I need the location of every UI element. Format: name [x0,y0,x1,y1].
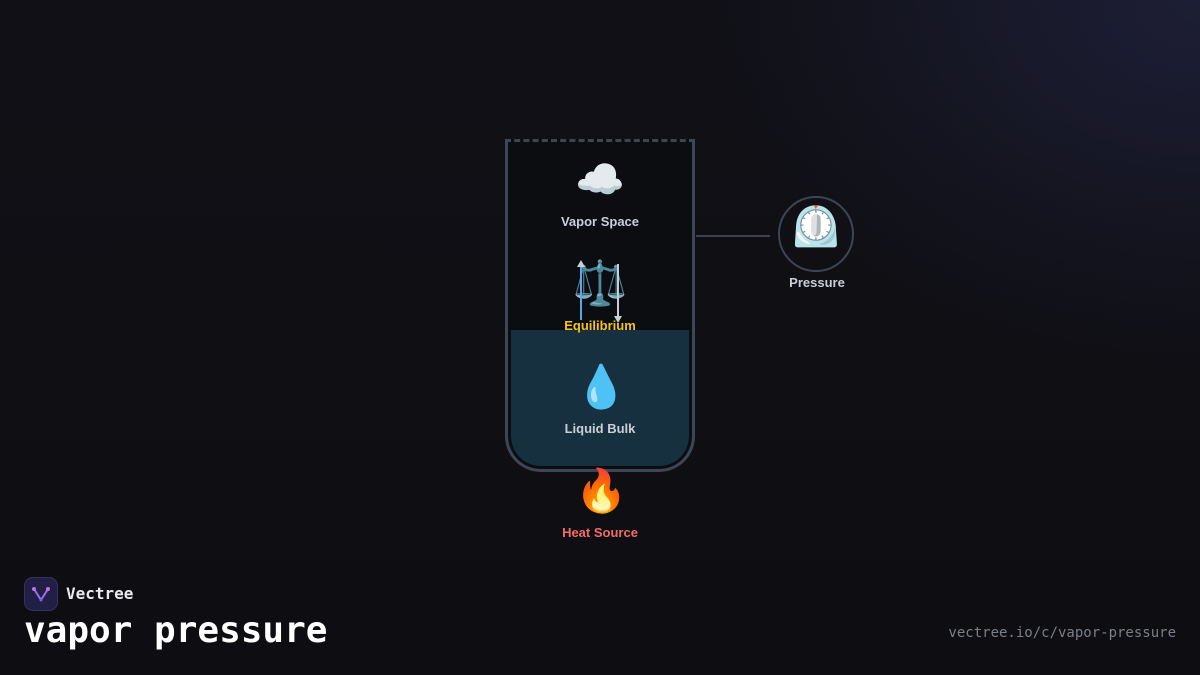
page-url[interactable]: vectree.io/c/vapor-pressure [948,625,1176,641]
condensation-arrowhead [614,316,622,323]
page-title: vapor pressure [24,610,328,651]
liquid-bulk-label: Liquid Bulk [564,421,636,436]
equilibrium-label: Equilibrium [564,318,636,333]
pressure-label: Pressure [789,275,845,290]
brand-name: Vectree [66,584,134,603]
vapor-space-label: Vapor Space [560,214,640,229]
cloud-icon: ☁️ [575,157,625,203]
heat-source-label: Heat Source [562,525,638,540]
equilibrium-arrows [577,260,622,323]
water-drop-icon: 💧 [575,362,628,411]
evaporation-arrowhead [577,260,585,267]
gauge-connector-line [696,235,770,237]
vectree-logo-icon [24,577,58,611]
pressure-gauge-ring [778,196,854,272]
container-vessel [505,139,695,472]
liquid-region [511,330,689,466]
fire-icon: 🔥 [575,466,628,515]
gauge-icon: ⏲️ [791,204,841,250]
